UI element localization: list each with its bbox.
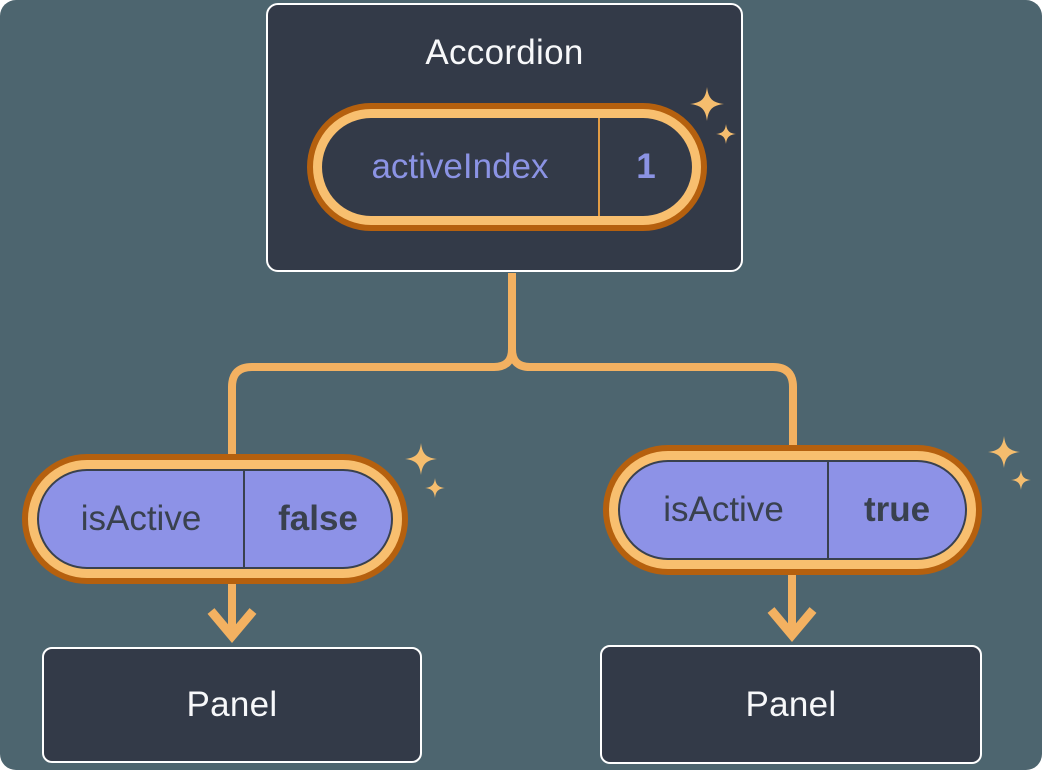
prop-pill-value: false [278, 499, 358, 538]
accordion-node-title: Accordion [425, 33, 584, 72]
prop-pill-divider [827, 462, 829, 558]
branch-left-connector [228, 273, 516, 458]
state-pill-divider [598, 118, 600, 216]
prop-pill-label: isActive [80, 499, 202, 538]
prop-pill-isactive-false: isActive false [22, 454, 408, 584]
sparkle-icon [988, 436, 1020, 468]
panel-node-right: Panel [600, 645, 982, 764]
prop-pill-body: isActive true [618, 460, 967, 560]
arrow-right-head [767, 607, 817, 642]
sparkle-icon [405, 443, 437, 475]
panel-node-left: Panel [42, 647, 422, 763]
sparkle-icon [1011, 470, 1031, 490]
prop-pill-value: true [863, 490, 931, 529]
sparkle-icon [425, 478, 445, 498]
prop-pill-isactive-true: isActive true [603, 445, 982, 575]
state-pill-value: 1 [636, 147, 656, 186]
state-pill-body: activeIndex 1 [322, 118, 692, 216]
prop-pill-label: isActive [663, 490, 784, 529]
state-pill-label: activeIndex [371, 147, 549, 186]
state-pill-activeindex: activeIndex 1 [307, 103, 707, 231]
prop-pill-body: isActive false [37, 469, 393, 569]
arrow-left-head [207, 608, 257, 643]
branch-right-connector [508, 273, 797, 452]
prop-pill-divider [243, 471, 245, 567]
